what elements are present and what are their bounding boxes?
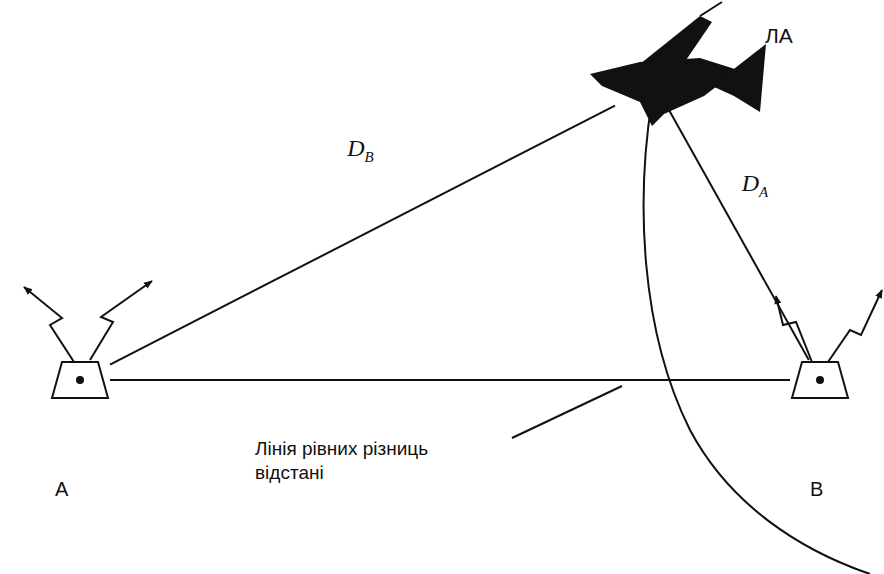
leader-line — [512, 386, 622, 438]
signal-arrow — [828, 290, 882, 362]
hyperbola-curve — [644, 100, 870, 574]
node-outline — [790, 360, 850, 400]
range-line — [669, 110, 809, 360]
curve-label: Лінія рівних різниць відстані — [255, 437, 465, 485]
station-symbol — [792, 362, 848, 398]
node-label: A — [55, 478, 68, 500]
aircraft: ЛА — [615, 60, 695, 110]
aircraft-silhouette — [590, 2, 766, 126]
ground-station: A — [50, 360, 110, 400]
ground-station: B — [790, 360, 850, 400]
station-dot — [76, 376, 84, 384]
node-label: ЛА — [765, 24, 793, 47]
range-label: DB — [345, 135, 376, 165]
range-line — [110, 106, 615, 365]
station-dot — [816, 376, 824, 384]
range-label: DA — [740, 170, 771, 200]
station-symbol — [52, 362, 108, 398]
signal-arrow — [776, 296, 812, 362]
node-outline — [50, 360, 110, 400]
baseline — [110, 379, 790, 381]
node-label: B — [810, 478, 823, 500]
node-outline — [615, 60, 695, 110]
signal-arrow — [24, 287, 74, 362]
